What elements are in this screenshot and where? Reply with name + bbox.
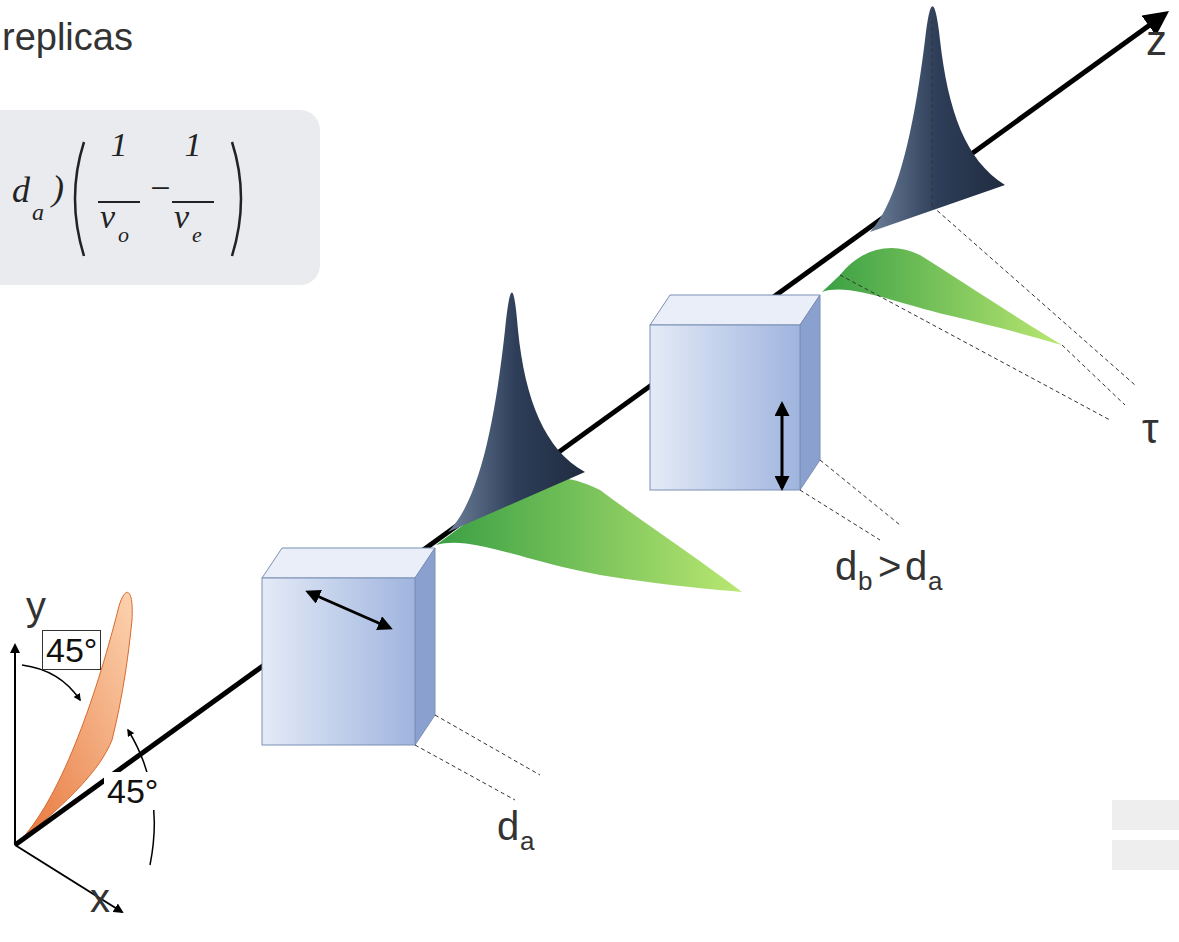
math-symbol: 1 (111, 128, 128, 162)
formula-box: da)1vo−1ve (0, 110, 320, 285)
axis-label: y (26, 586, 46, 626)
angle-label: 45° (104, 772, 161, 810)
subscript: b (858, 568, 872, 594)
math-subscript: e (192, 224, 202, 246)
thickness-label: d (497, 806, 519, 846)
axis-label: z (1146, 20, 1167, 62)
math-symbol: ) (52, 170, 64, 206)
thickness-label: d (905, 546, 927, 586)
math-symbol: d (12, 172, 30, 208)
math-symbol: v (174, 200, 189, 234)
delay-label: τ (1142, 408, 1159, 450)
subscript: a (928, 568, 942, 594)
thickness-label: d (835, 546, 857, 586)
math-subscript: o (118, 224, 129, 246)
math-symbol: v (100, 200, 115, 234)
math-operator: − (148, 170, 172, 206)
slide-title: replicas (2, 18, 133, 56)
math-subscript: a (32, 200, 44, 224)
axis-label: x (90, 878, 110, 918)
subscript: a (520, 828, 534, 854)
comparison: > (878, 546, 901, 586)
angle-label: 45° (42, 630, 101, 670)
math-symbol: 1 (185, 128, 202, 162)
